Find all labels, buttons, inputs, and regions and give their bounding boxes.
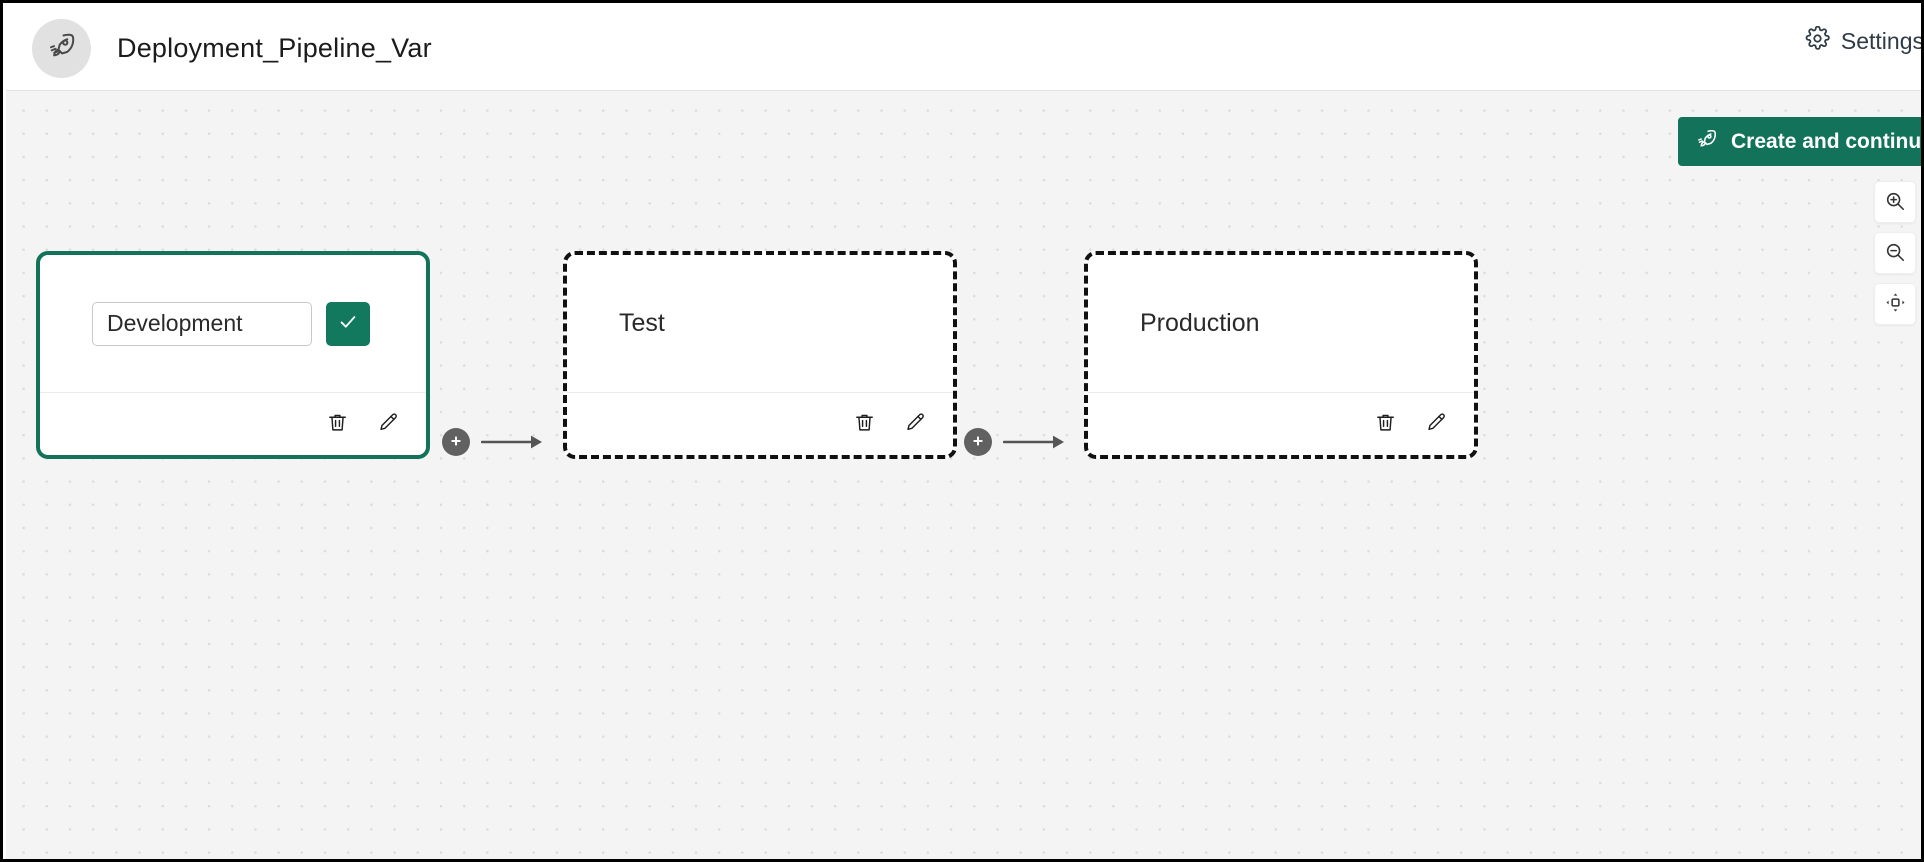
stage-node-production[interactable]: Production [1084,251,1478,459]
edit-stage-button[interactable] [1425,411,1448,437]
edit-stage-button[interactable] [377,411,400,437]
magnifier-plus-icon [1884,190,1906,215]
fit-to-screen-button[interactable] [1874,283,1916,325]
page-title: Deployment_Pipeline_Var [117,32,432,63]
move-fit-icon [1884,291,1907,317]
gear-icon[interactable] [1805,25,1830,56]
create-and-continue-button[interactable]: Create and continue [1678,117,1924,166]
stage-node-label: Test [619,309,665,337]
zoom-controls [1874,181,1916,325]
rocket-icon [1696,128,1718,156]
arrow-right-icon [481,432,545,452]
plus-icon [448,433,464,452]
pipeline-stages: Test [6,91,1921,859]
confirm-stage-name-button[interactable] [326,301,370,346]
pencil-icon [377,411,400,437]
pipeline-canvas[interactable]: Create and continue [6,91,1924,859]
header-right-group[interactable]: Settings [1805,25,1924,56]
delete-stage-button[interactable] [853,411,876,437]
delete-stage-button[interactable] [326,411,349,437]
connector-test-to-prod [964,428,1067,456]
stage-node-test[interactable]: Test [563,251,957,459]
trash-icon [853,411,876,437]
stage-node-development[interactable] [36,251,430,459]
zoom-in-button[interactable] [1874,181,1916,223]
app-avatar [32,18,91,78]
delete-stage-button[interactable] [1374,411,1397,437]
trash-icon [1374,411,1397,437]
settings-label[interactable]: Settings [1840,27,1924,54]
pencil-icon [1425,411,1448,437]
stage-node-body [40,255,426,392]
create-and-continue-label: Create and continue [1731,129,1924,153]
plus-icon [970,433,986,452]
connector-dev-to-test [442,428,545,456]
rocket-icon [47,31,77,66]
stage-name-input[interactable] [92,301,312,346]
edit-stage-button[interactable] [904,411,927,437]
add-stage-button[interactable] [964,428,992,456]
pencil-icon [904,411,927,437]
stage-node-body: Production [1088,255,1474,392]
app-header: Deployment_Pipeline_Var Settings [6,6,1924,91]
check-icon [337,311,359,336]
stage-node-footer [1088,392,1474,455]
zoom-out-button[interactable] [1874,232,1916,274]
add-stage-button[interactable] [442,428,470,456]
trash-icon [326,411,349,437]
stage-node-label: Production [1140,309,1260,337]
magnifier-minus-icon [1884,241,1906,266]
stage-node-footer [567,392,953,455]
stage-node-footer [40,392,426,455]
header-left-group: Deployment_Pipeline_Var [6,18,432,78]
stage-node-body: Test [567,255,953,392]
arrow-right-icon [1003,432,1067,452]
